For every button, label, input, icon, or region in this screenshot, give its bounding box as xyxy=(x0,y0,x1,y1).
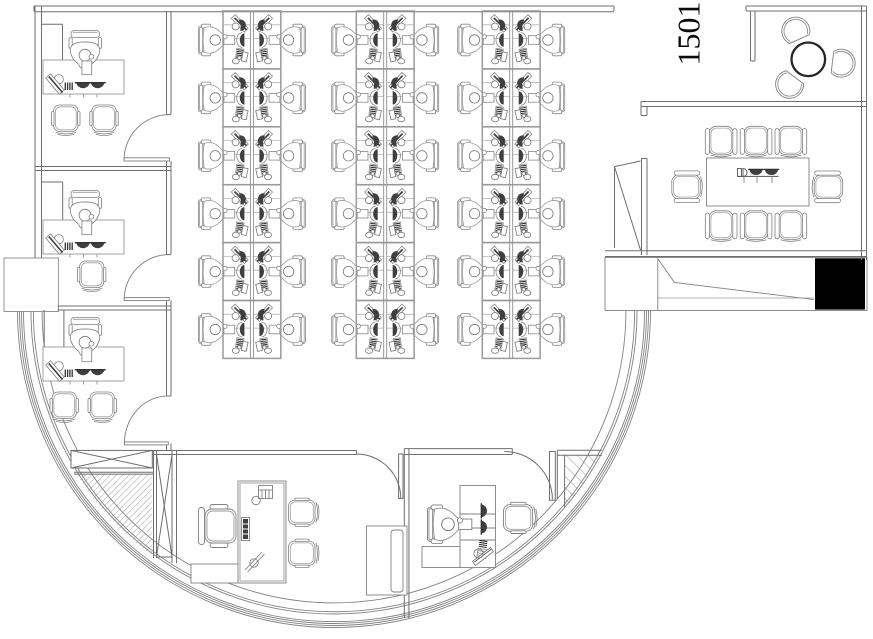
svg-text:1501: 1501 xyxy=(670,2,706,66)
